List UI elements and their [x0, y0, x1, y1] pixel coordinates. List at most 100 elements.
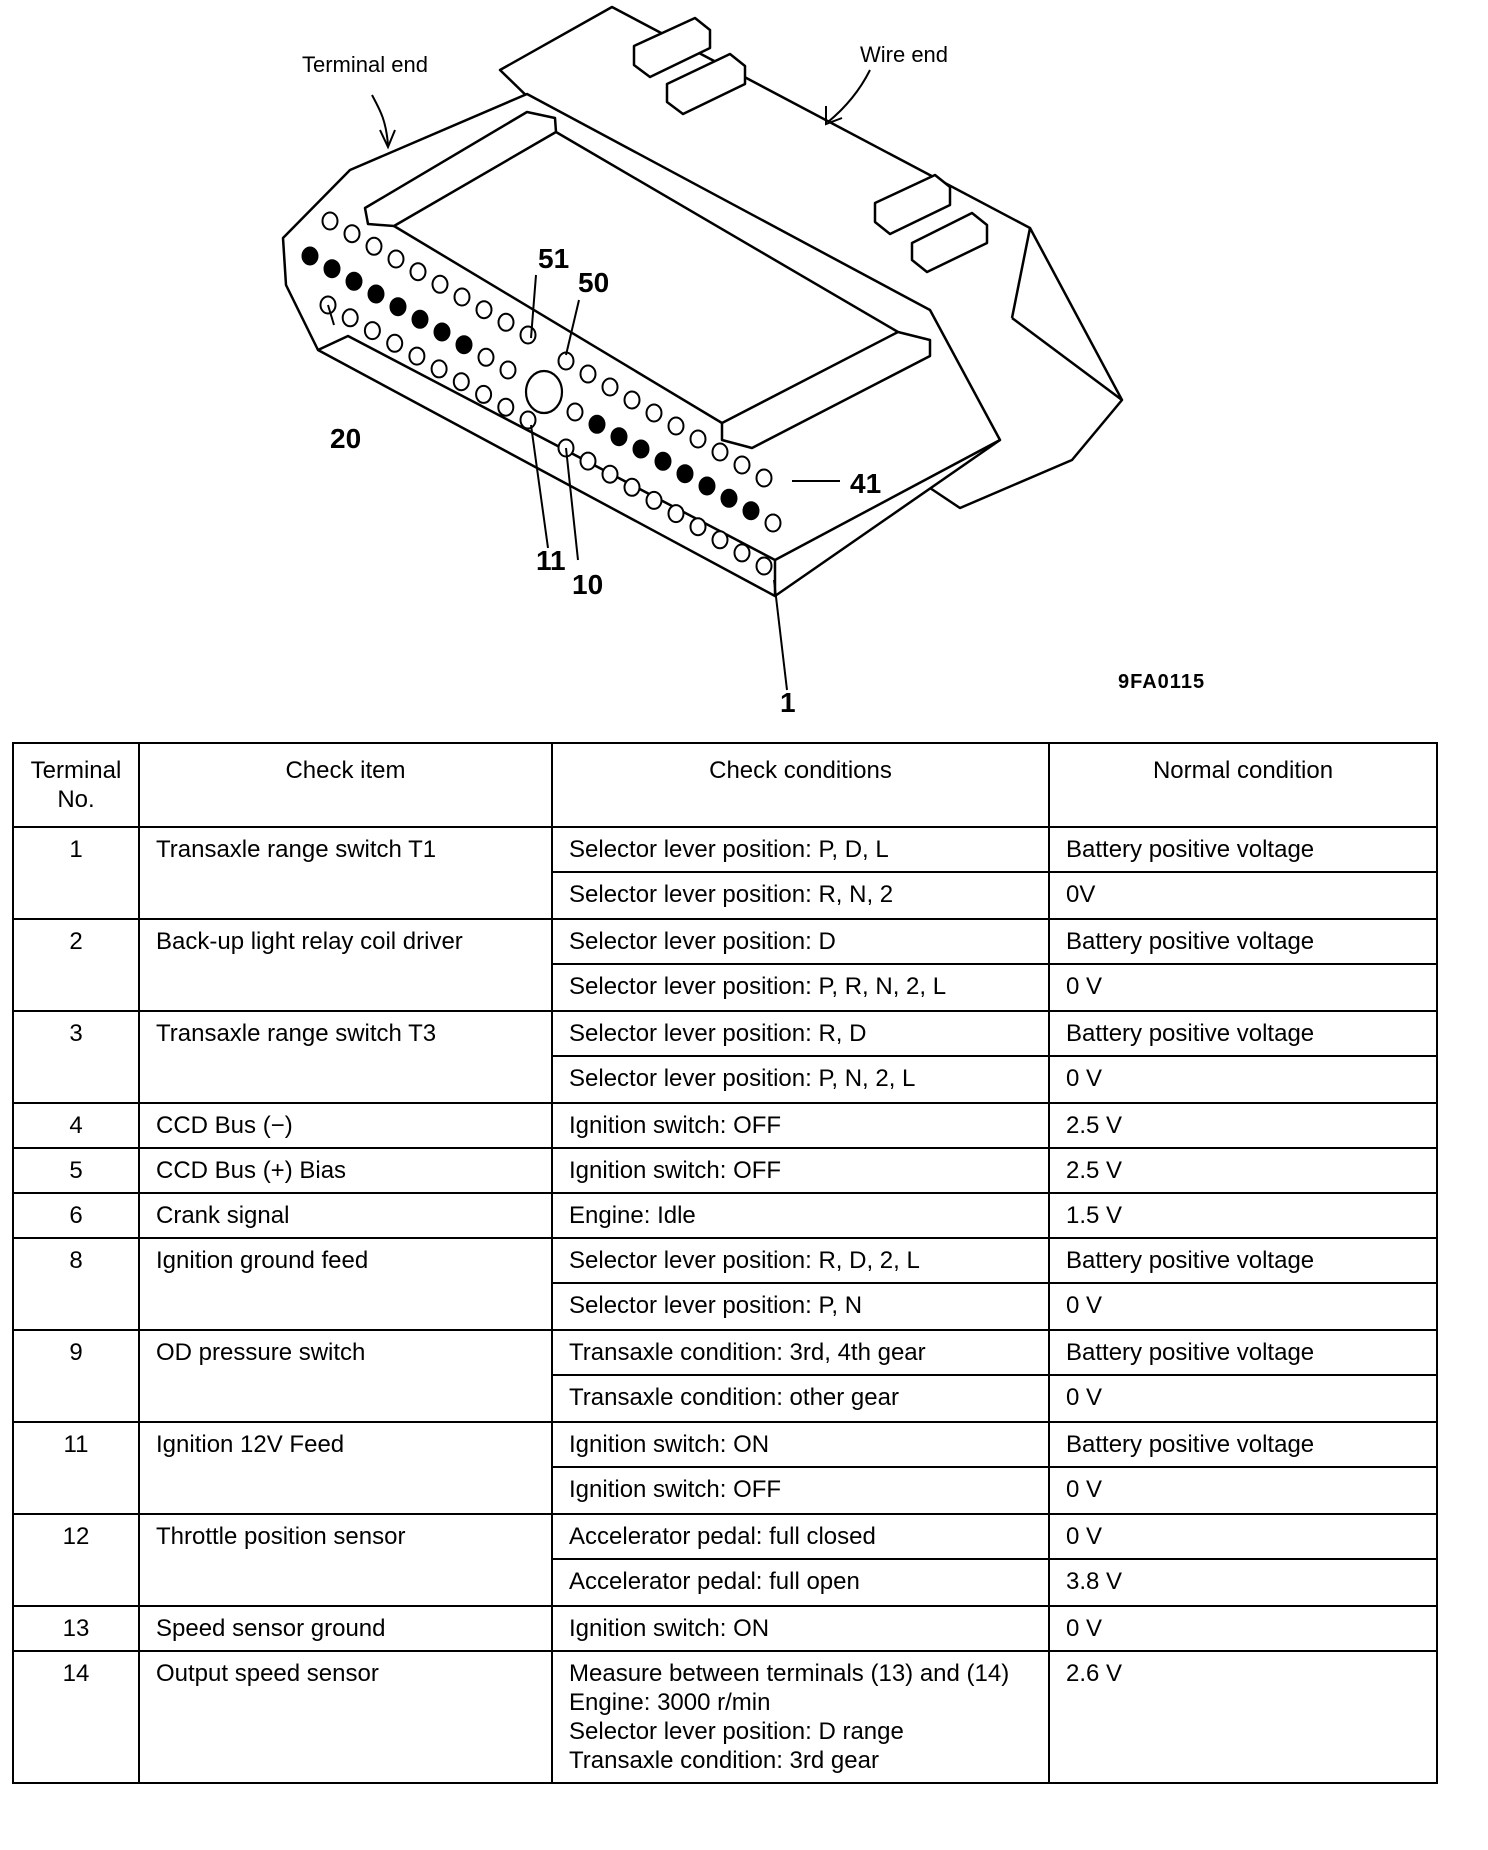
terminal-pin: [733, 543, 751, 563]
terminal-pin: [689, 429, 707, 449]
normal-condition-cell: Battery positive voltage: [1048, 1237, 1438, 1284]
terminal-pin: [588, 414, 606, 434]
terminal-pin: [623, 390, 641, 410]
terminal-pin: [365, 236, 383, 256]
check-condition-cell: Ignition switch: OFF: [551, 1466, 1050, 1515]
terminal-pin: [475, 300, 493, 320]
terminal-pin: [579, 364, 597, 384]
terminal-pin: [733, 455, 751, 475]
check-item-cell: Ignition ground feed: [138, 1237, 553, 1331]
check-condition-cell: Ignition switch: ON: [551, 1421, 1050, 1468]
terminal-number-cell: 11: [12, 1421, 140, 1515]
terminal-pin: [654, 451, 672, 471]
header-check-conditions: Check conditions: [551, 742, 1050, 828]
check-item-cell: Output speed sensor: [138, 1650, 553, 1784]
terminal-pin: [367, 284, 385, 304]
terminal-pin: [387, 249, 405, 269]
check-item-cell: Speed sensor ground: [138, 1605, 553, 1652]
terminal-pin: [363, 321, 381, 341]
check-item-cell: Transaxle range switch T1: [138, 826, 553, 920]
normal-condition-cell: Battery positive voltage: [1048, 918, 1438, 965]
check-item-cell: CCD Bus (−): [138, 1102, 553, 1149]
terminal-number-cell: 9: [12, 1329, 140, 1423]
terminal-pin: [477, 347, 495, 367]
terminal-pin: [711, 530, 729, 550]
check-condition-cell: Selector lever position: P, R, N, 2, L: [551, 963, 1050, 1012]
terminal-pin: [386, 333, 404, 353]
normal-condition-cell: 0 V: [1048, 1282, 1438, 1331]
normal-condition-cell: 0 V: [1048, 1466, 1438, 1515]
check-condition-cell: Transaxle condition: other gear: [551, 1374, 1050, 1423]
terminal-pin: [742, 501, 760, 521]
connector-body: [281, 5, 1124, 598]
pin-label-10: 10: [572, 569, 603, 600]
check-item-cell: CCD Bus (+) Bias: [138, 1147, 553, 1194]
callout-arrows: [327, 69, 871, 691]
pin-label-51: 51: [538, 243, 569, 274]
check-item-cell: Crank signal: [138, 1192, 553, 1239]
wire-end-label: Wire end: [860, 42, 948, 67]
terminal-pin: [433, 322, 451, 342]
terminal-pin: [321, 211, 339, 231]
normal-condition-cell: 2.6 V: [1048, 1650, 1438, 1784]
terminal-pin: [431, 274, 449, 294]
terminal-pin: [345, 271, 363, 291]
terminal-number-cell: 2: [12, 918, 140, 1012]
normal-condition-cell: 2.5 V: [1048, 1102, 1438, 1149]
terminal-number-cell: 13: [12, 1605, 140, 1652]
normal-condition-cell: 0V: [1048, 871, 1438, 920]
check-condition-cell: Selector lever position: R, N, 2: [551, 871, 1050, 920]
terminal-pin: [323, 259, 341, 279]
terminal-pin: [301, 246, 319, 266]
check-item-cell: Ignition 12V Feed: [138, 1421, 553, 1515]
terminal-pin: [430, 359, 448, 379]
header-normal-condition: Normal condition: [1048, 742, 1438, 828]
normal-condition-cell: 0 V: [1048, 1374, 1438, 1423]
terminal-pin: [645, 490, 663, 510]
terminal-pin: [610, 427, 628, 447]
terminal-pin: [755, 468, 773, 488]
terminal-pins: [301, 211, 782, 576]
normal-condition-cell: 0 V: [1048, 1055, 1438, 1104]
check-condition-cell: Measure between terminals (13) and (14) …: [551, 1650, 1050, 1784]
check-item-cell: Throttle position sensor: [138, 1513, 553, 1607]
terminal-pin: [579, 451, 597, 471]
terminal-pin: [755, 556, 773, 576]
check-condition-cell: Selector lever position: R, D: [551, 1010, 1050, 1057]
terminal-pin: [389, 297, 407, 317]
normal-condition-cell: 0 V: [1048, 963, 1438, 1012]
terminal-number-cell: 5: [12, 1147, 140, 1194]
terminal-pin: [343, 224, 361, 244]
normal-condition-cell: 0 V: [1048, 1605, 1438, 1652]
check-condition-cell: Selector lever position: P, D, L: [551, 826, 1050, 873]
check-condition-cell: Selector lever position: P, N, 2, L: [551, 1055, 1050, 1104]
check-condition-cell: Ignition switch: ON: [551, 1605, 1050, 1652]
terminal-pin: [676, 464, 694, 484]
figure-code: 9FA0115: [1118, 671, 1205, 693]
terminal-number-cell: 4: [12, 1102, 140, 1149]
terminal-pin: [519, 410, 537, 430]
terminal-pin: [601, 377, 619, 397]
check-condition-cell: Accelerator pedal: full closed: [551, 1513, 1050, 1560]
terminal-pin: [475, 384, 493, 404]
terminal-pin: [497, 312, 515, 332]
connector-diagram: Terminal end Wire end 51 50 20 41 11 10 …: [281, 5, 1205, 718]
normal-condition-cell: Battery positive voltage: [1048, 1329, 1438, 1376]
terminal-number-cell: 6: [12, 1192, 140, 1239]
terminal-pin: [408, 346, 426, 366]
terminal-pin: [632, 439, 650, 459]
check-item-cell: Transaxle range switch T3: [138, 1010, 553, 1104]
terminal-number-cell: 14: [12, 1650, 140, 1784]
